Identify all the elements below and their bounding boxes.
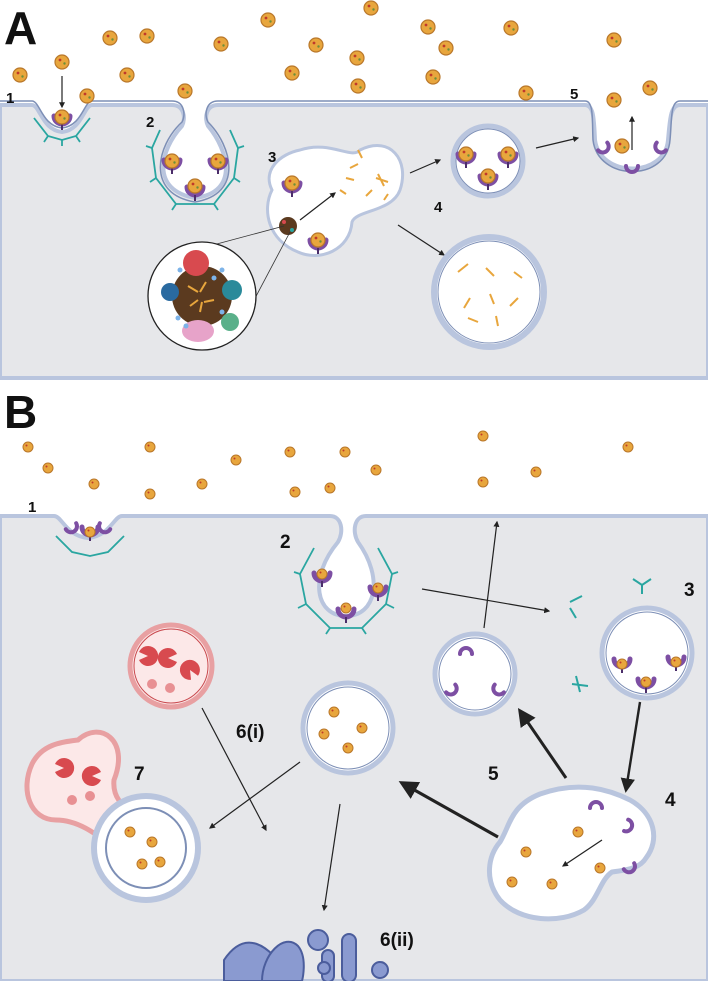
- panel-a-cytoplasm: [0, 103, 708, 380]
- panel-a-step3-endosome: [266, 144, 405, 257]
- panel-a-letter: A: [4, 2, 37, 54]
- panel-b-step6ii-golgi: [223, 929, 389, 981]
- panel-b-recycling-vesicle: [432, 520, 568, 779]
- panel-a-step3-label: 3: [268, 149, 276, 166]
- virus-particles-extracellular: [12, 0, 658, 108]
- virus-particles-extracellular-b: [22, 430, 634, 500]
- panel-b-step6i-label: 6(i): [236, 722, 265, 743]
- panel-b-step1-label: 1: [28, 499, 36, 516]
- panel-b-step3-label: 3: [684, 580, 695, 601]
- panel-a-step1-label: 1: [6, 90, 14, 107]
- panel-a: A 1 2: [0, 0, 708, 380]
- panel-b-step4-label: 4: [665, 790, 676, 811]
- zoom-inset: [147, 225, 291, 351]
- panel-b-letter: B: [4, 386, 37, 438]
- panel-a-step4-label: 4: [434, 199, 443, 216]
- panel-b-step6ii-label: 6(ii): [380, 930, 414, 951]
- panel-b-lysosome: [127, 622, 267, 832]
- panel-a-step4-vesicles: [397, 123, 580, 350]
- panel-b-step5-label: 5: [488, 764, 499, 785]
- panel-b-step3-uncoating: [569, 578, 695, 793]
- panel-b-step1-pit: [55, 521, 125, 557]
- panel-a-step5-recycling: [596, 115, 668, 174]
- panel-b-step7-label: 7: [134, 764, 145, 785]
- panel-b-step2-coated-pit: [293, 547, 551, 635]
- panel-a-step2-coated-pit: [145, 129, 245, 211]
- panel-b: B 1 2: [0, 386, 708, 981]
- panel-b-late-endosome: [209, 680, 396, 912]
- panel-b-step2-label: 2: [280, 532, 291, 553]
- panel-b-step7-fusion: [24, 729, 201, 903]
- panel-a-step1-pit: [33, 76, 91, 146]
- panel-a-step2-label: 2: [146, 114, 154, 131]
- panel-a-step5-label: 5: [570, 86, 578, 103]
- panel-b-step4-endosome: [398, 781, 657, 922]
